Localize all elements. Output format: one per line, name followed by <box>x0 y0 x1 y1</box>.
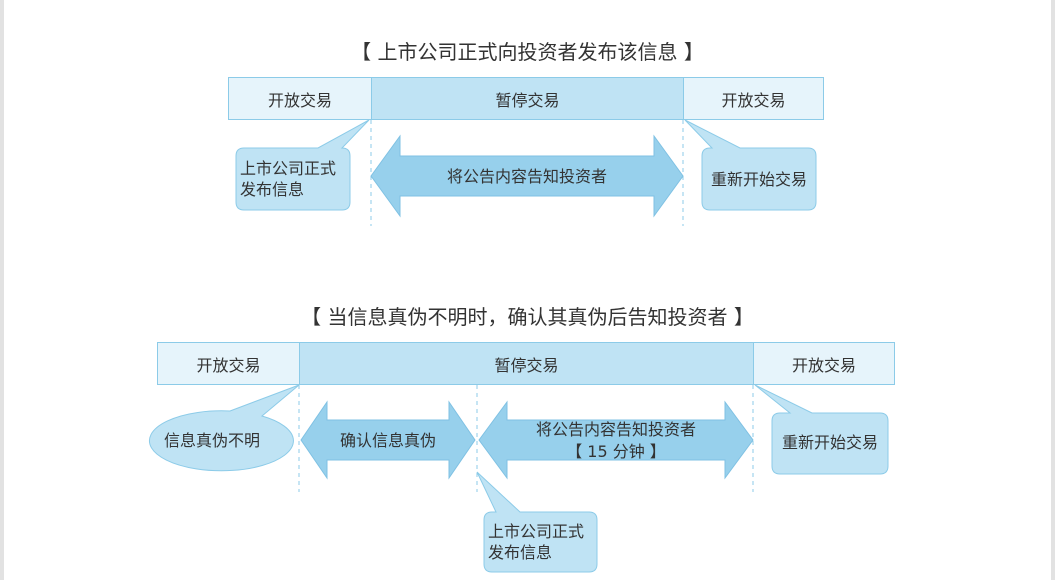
d1-arrow-label: 将公告内容告知投资者 <box>446 167 607 186</box>
d2-arrow-confirm <box>300 400 476 480</box>
d1-bar-open-right: 开放交易 <box>683 77 824 120</box>
d2-arrow-notify-label: 将公告内容告知投资者 <box>535 420 696 439</box>
d2-arrow-notify-duration: 【 15 分钟 】 <box>566 442 666 461</box>
d1-double-arrow <box>370 134 684 218</box>
d2-callout-publish-text: 上市公司正式 发布信息 <box>488 522 585 562</box>
d2-callout-resume <box>754 384 889 475</box>
d1-callout-resume-text: 重新开始交易 <box>710 170 807 189</box>
left-border <box>0 0 4 580</box>
d2-callout-unclear <box>149 384 300 472</box>
d1-bar-open-left: 开放交易 <box>228 77 372 120</box>
right-border <box>1051 0 1055 580</box>
d2-callout-unclear-text: 信息真伪不明 <box>163 431 260 450</box>
d1-callout-publish-text: 上市公司正式 发布信息 <box>240 159 337 199</box>
d2-arrow-confirm-label: 确认信息真伪 <box>339 431 436 450</box>
d2-bar-halt: 暂停交易 <box>299 342 754 385</box>
d2-arrow-notify <box>478 400 754 480</box>
d2-bar-open-left: 开放交易 <box>157 342 300 385</box>
d2-callout-resume-text: 重新开始交易 <box>781 433 878 452</box>
d1-bar-halt: 暂停交易 <box>371 77 684 120</box>
d1-callout-publish <box>235 119 370 211</box>
diagram1-title: 【 上市公司正式向投资者发布该信息 】 <box>351 40 704 64</box>
d2-callout-publish <box>476 471 598 573</box>
d1-callout-resume <box>684 119 817 211</box>
d2-bar-open-right: 开放交易 <box>753 342 895 385</box>
diagram2-title: 【 当信息真伪不明时，确认其真伪后告知投资者 】 <box>301 305 754 329</box>
